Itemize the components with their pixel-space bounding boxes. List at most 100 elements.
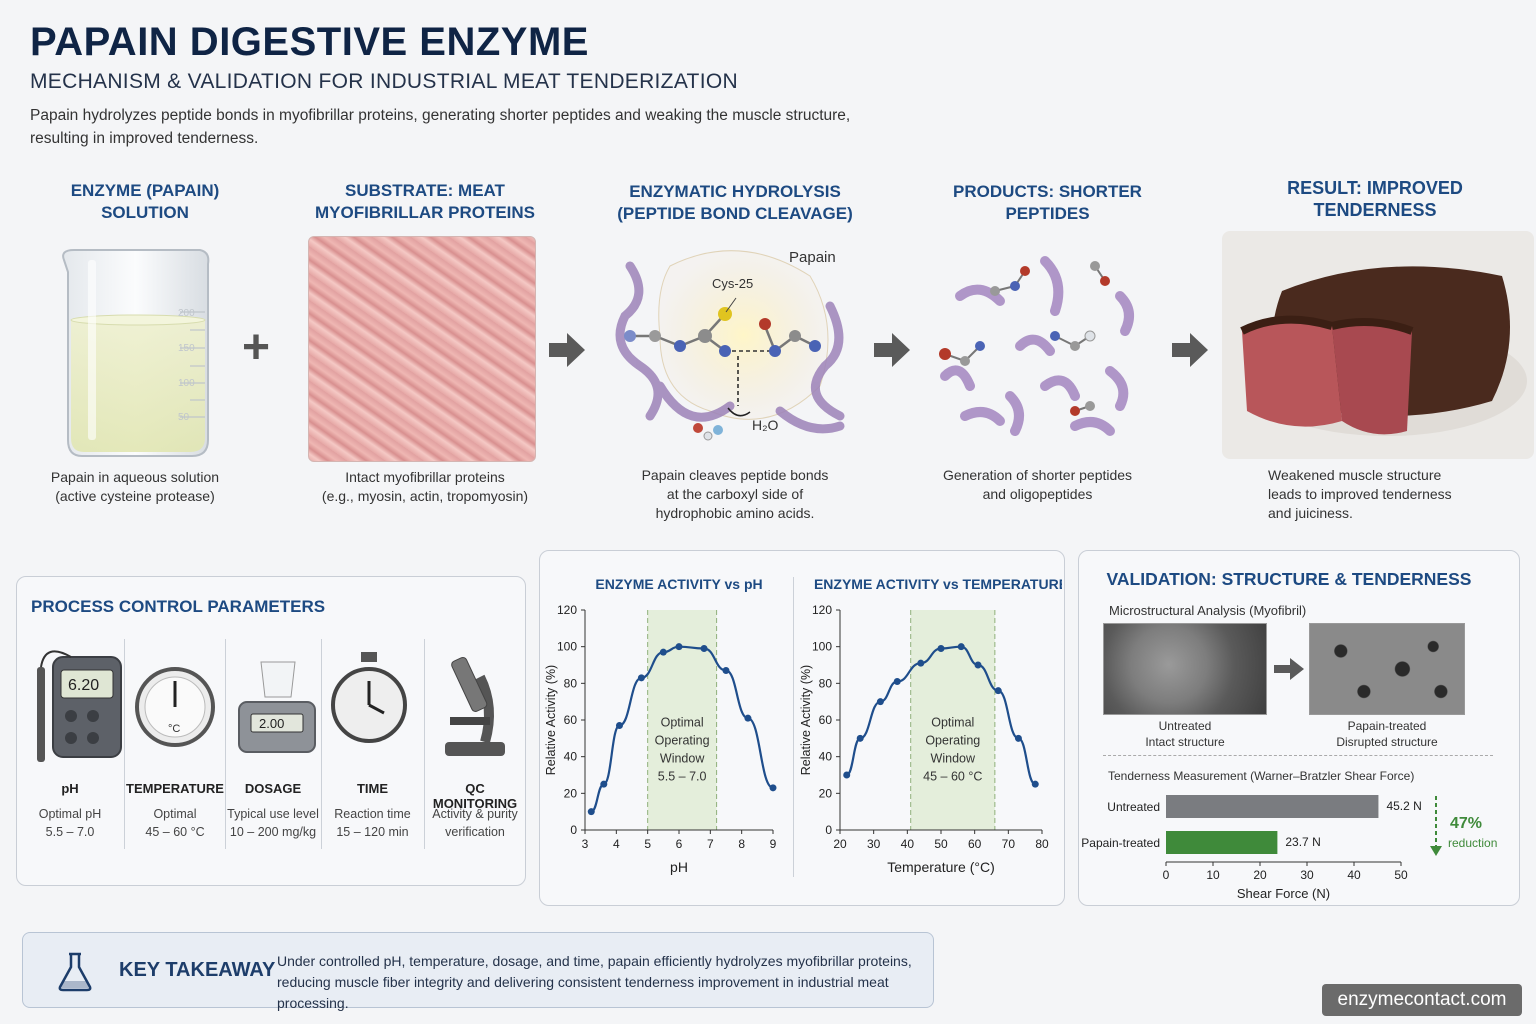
reduction-text: reduction bbox=[1448, 836, 1497, 850]
chart-title: ENZYME ACTIVITY vs pH bbox=[595, 576, 762, 592]
arrow-right-icon bbox=[1172, 333, 1208, 367]
hydrolysis-illustration: Papain Cys-25 H₂O bbox=[615, 249, 845, 441]
validation-panel: VALIDATION: STRUCTURE & TENDERNESS Micro… bbox=[1078, 550, 1520, 906]
x-tick-label: 80 bbox=[1035, 837, 1049, 851]
param-dosage-desc: Typical use level 10 – 200 mg/kg bbox=[227, 807, 319, 839]
bar-value-label: 45.2 N bbox=[1386, 799, 1421, 813]
chart-title: ENZYME ACTIVITY vs TEMPERATURE bbox=[814, 576, 1062, 592]
x-tick-label: 0 bbox=[1163, 868, 1170, 882]
step-caption-products: Generation of shorter peptides and oligo… bbox=[942, 467, 1133, 502]
bar-category-label: Papain-treated bbox=[1081, 836, 1160, 850]
data-point bbox=[700, 645, 708, 652]
step-title-enzyme: ENZYME (PAPAIN) SOLUTION bbox=[70, 181, 220, 222]
y-tick-label: 60 bbox=[819, 713, 833, 727]
x-tick-label: 9 bbox=[770, 837, 777, 851]
treated-label: Papain-treated bbox=[1347, 719, 1427, 733]
step-caption-enzyme: Papain in aqueous solution (active cyste… bbox=[50, 469, 220, 504]
bar-category-label: Untreated bbox=[1107, 800, 1160, 814]
y-axis-label: Relative Activity (%) bbox=[799, 665, 813, 775]
x-tick-label: 30 bbox=[1300, 868, 1314, 882]
process-panel-title: PROCESS CONTROL PARAMETERS bbox=[31, 597, 326, 616]
activity-curve bbox=[590, 645, 774, 813]
data-point bbox=[675, 643, 683, 651]
data-point bbox=[637, 674, 645, 682]
step-caption-result: Weakened muscle structure leads to impro… bbox=[1268, 467, 1452, 521]
peptide-products-illustration bbox=[939, 256, 1134, 436]
microscope-icon bbox=[445, 656, 505, 756]
window-label: Window bbox=[660, 752, 705, 766]
step-caption-substrate: Intact myofibrillar proteins (e.g., myos… bbox=[321, 469, 529, 504]
y-tick-label: 100 bbox=[557, 640, 577, 654]
ph-meter-reading: 6.20 bbox=[68, 677, 99, 694]
x-tick-label: 50 bbox=[934, 837, 948, 851]
temperature-dial-icon: °C bbox=[135, 667, 215, 747]
param-temperature-desc: Optimal 45 – 60 °C bbox=[145, 807, 205, 839]
data-point bbox=[917, 659, 925, 667]
bar bbox=[1166, 795, 1379, 818]
intro-text: Papain hydrolyzes peptide bonds in myofi… bbox=[30, 107, 851, 147]
beaker-mark-100: 100 bbox=[178, 378, 195, 389]
window-label: Operating bbox=[925, 734, 980, 748]
validation-title: VALIDATION: STRUCTURE & TENDERNESS bbox=[1106, 569, 1472, 589]
watermark: enzymecontact.com bbox=[1322, 984, 1522, 1016]
data-point bbox=[994, 687, 1002, 695]
step-title-result: RESULT: IMPROVED TENDERNESS bbox=[1287, 178, 1463, 220]
takeaway-title: KEY TAKEAWAY bbox=[119, 959, 276, 981]
divider bbox=[424, 639, 425, 849]
bar bbox=[1166, 831, 1278, 854]
untreated-desc: Intact structure bbox=[1145, 735, 1225, 749]
y-tick-label: 40 bbox=[564, 750, 578, 764]
arrow-right-icon bbox=[874, 333, 910, 367]
x-axis-label: Temperature (°C) bbox=[887, 859, 995, 875]
data-point bbox=[659, 648, 667, 656]
untreated-label: Untreated bbox=[1158, 719, 1212, 733]
x-tick-label: 40 bbox=[1347, 868, 1361, 882]
step-caption-hydrolysis: Papain cleaves peptide bonds at the carb… bbox=[641, 467, 829, 521]
temperature-activity-chart: ENZYME ACTIVITY vs TEMPERATURE OptimalOpe… bbox=[799, 576, 1062, 875]
window-label: Optimal bbox=[931, 716, 974, 730]
window-label: Window bbox=[931, 752, 976, 766]
param-qc-name: QC MONITORING bbox=[432, 781, 518, 811]
chart-title: Tenderness Measurement (Warner–Bratzler … bbox=[1108, 769, 1414, 783]
divider bbox=[321, 639, 322, 849]
reduction-arrow-head bbox=[1430, 846, 1442, 856]
flask-icon bbox=[58, 952, 92, 992]
step-title-substrate: SUBSTRATE: MEAT MYOFIBRILLAR PROTEINS bbox=[314, 181, 536, 222]
y-tick-label: 20 bbox=[564, 786, 578, 800]
shear-force-chart: Tenderness Measurement (Warner–Bratzler … bbox=[1081, 769, 1497, 901]
meat-fiber-image bbox=[308, 236, 536, 462]
process-control-panel: PROCESS CONTROL PARAMETERS 6.20 °C 2.00 bbox=[16, 576, 526, 886]
treated-desc: Disrupted structure bbox=[1336, 735, 1438, 749]
y-tick-label: 40 bbox=[819, 750, 833, 764]
steak-image bbox=[1222, 231, 1534, 459]
y-tick-label: 80 bbox=[564, 676, 578, 690]
x-tick-label: 40 bbox=[901, 837, 915, 851]
param-ph-name: pH bbox=[61, 781, 79, 796]
y-tick-label: 80 bbox=[819, 676, 833, 690]
stopwatch-icon bbox=[331, 652, 407, 743]
plus-icon: + bbox=[242, 321, 271, 374]
x-tick-label: 70 bbox=[1002, 837, 1016, 851]
beaker-illustration: 200 150 100 50 bbox=[62, 249, 210, 457]
param-time-desc: Reaction time 15 – 120 min bbox=[334, 807, 411, 839]
x-tick-label: 30 bbox=[867, 837, 881, 851]
y-tick-label: 0 bbox=[825, 823, 832, 837]
param-time-name: TIME bbox=[356, 781, 389, 796]
data-point bbox=[876, 698, 884, 706]
scale-icon: 2.00 bbox=[238, 661, 316, 753]
window-label: Optimal bbox=[661, 716, 704, 730]
arrow-right-icon bbox=[549, 333, 585, 367]
ph-activity-chart: ENZYME ACTIVITY vs pHOptimalOperatingWin… bbox=[544, 576, 777, 875]
bar-value-label: 23.7 N bbox=[1285, 835, 1320, 849]
data-point bbox=[937, 645, 945, 652]
param-ph-desc: Optimal pH 5.5 – 7.0 bbox=[38, 807, 102, 839]
param-temperature-name: TEMPERATURE bbox=[126, 781, 224, 796]
cys25-label: Cys-25 bbox=[712, 276, 753, 291]
data-point bbox=[744, 714, 752, 722]
beaker-mark-200: 200 bbox=[178, 308, 195, 319]
data-point bbox=[843, 771, 851, 779]
data-point bbox=[893, 678, 901, 685]
y-tick-label: 20 bbox=[819, 786, 833, 800]
y-axis-label: Relative Activity (%) bbox=[544, 665, 558, 775]
x-tick-label: 50 bbox=[1394, 868, 1408, 882]
